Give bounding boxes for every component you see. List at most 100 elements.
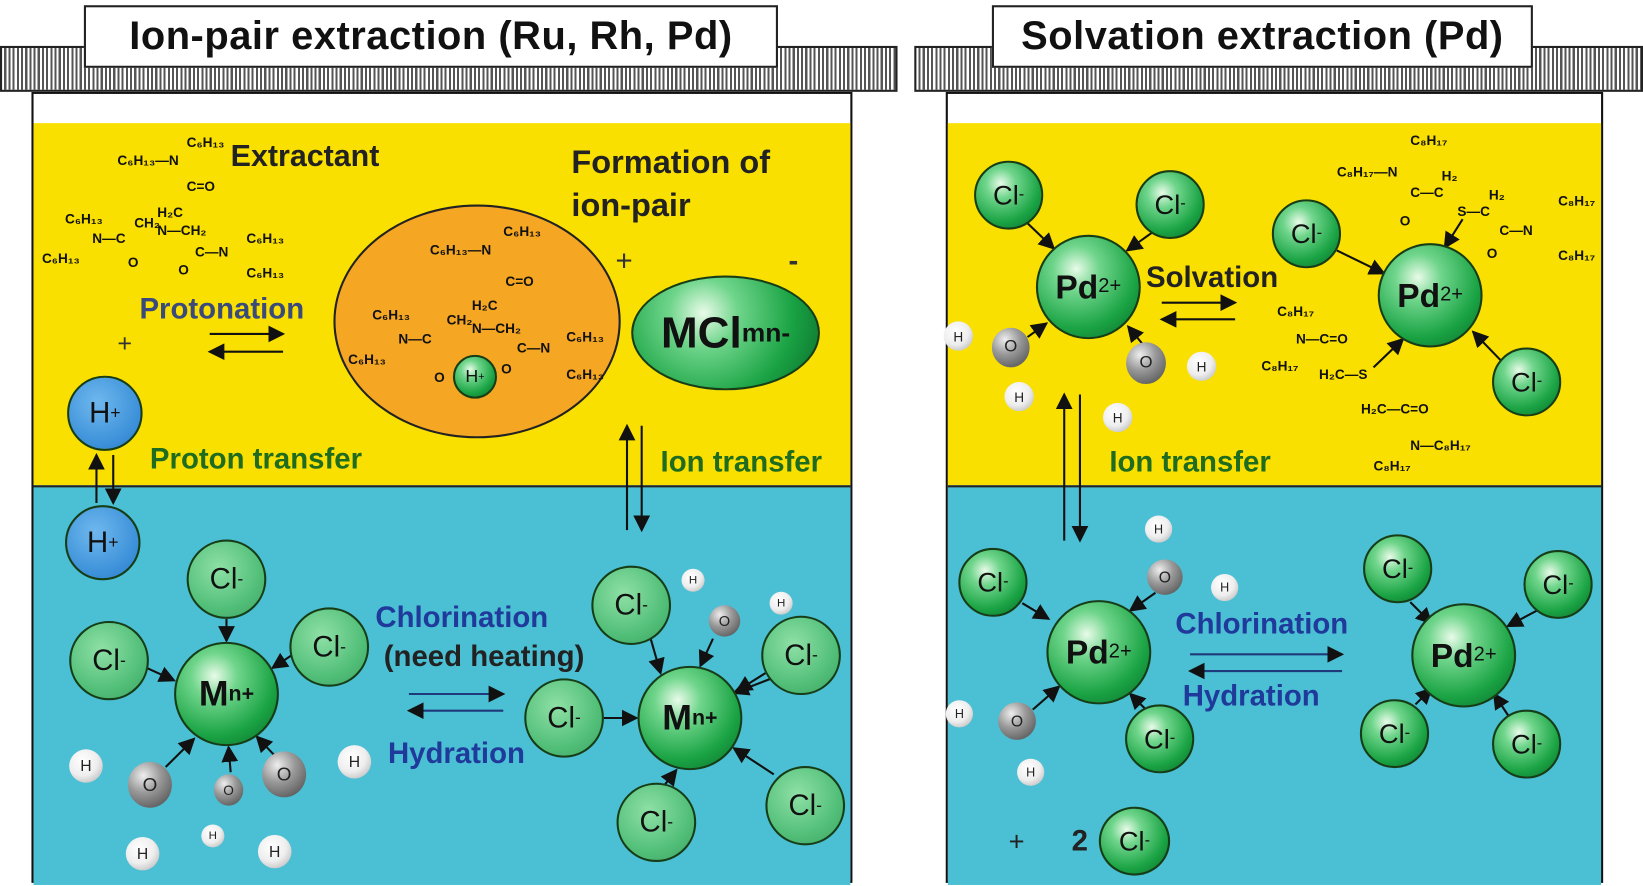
chloride-ion: Cl-	[1271, 199, 1342, 269]
oxygen-atom: O	[262, 751, 307, 798]
chloride-charge: -	[575, 707, 581, 728]
chloride-ion: Cl-	[591, 565, 672, 645]
proton-charge: +	[108, 532, 119, 553]
metal-charge: n+	[691, 705, 718, 729]
hydrogen-atom: H	[1004, 381, 1034, 412]
hydrogen-atom: H	[337, 745, 372, 779]
chloride-coefficient: 2	[1071, 824, 1088, 857]
protonation-label: Protonation	[139, 292, 305, 325]
chem-fragment: C₆H₁₃	[372, 306, 411, 323]
chem-fragment: C₆H₁₃—N	[429, 242, 492, 258]
chem-fragment: C—N	[1499, 222, 1533, 238]
chloride-symbol: Cl	[1144, 722, 1170, 755]
palladium-charge: 2+	[1108, 640, 1132, 663]
chloride-charge: -	[1536, 372, 1543, 391]
plus-sign: +	[1008, 825, 1025, 857]
chloride-symbol: Cl	[1378, 717, 1405, 749]
chloride-ion: Cl-	[1363, 534, 1433, 604]
palladium-charge: 2+	[1440, 283, 1464, 306]
chloride-ion: Cl-	[186, 539, 267, 619]
chloride-ion: Cl-	[69, 620, 149, 701]
hydrogen-atom: H	[943, 321, 974, 351]
oxygen-atom: O	[1147, 559, 1183, 595]
hydrogen-atom: H	[681, 568, 705, 592]
chloride-ion: Cl-	[1359, 699, 1430, 769]
chloride-charge: -	[1568, 575, 1574, 593]
hydration-label: Hydration	[1182, 679, 1320, 712]
chem-fragment: C₆H₁₃	[41, 250, 80, 267]
chloride-charge: -	[1003, 572, 1009, 591]
chem-fragment: C₆H₁₃	[246, 265, 285, 281]
formation-label-line1: Formation of	[571, 144, 771, 181]
chloride-charge: -	[1536, 734, 1543, 753]
oxygen-atom: O	[991, 327, 1030, 368]
chem-fragment: C₆H₁₃—N	[117, 152, 179, 169]
chem-fragment: C₆H₁₃	[65, 210, 103, 227]
metal-symbol: M	[198, 673, 229, 714]
chem-fragment: C₆H₁₃	[246, 230, 285, 247]
hydrogen-atom: H	[69, 749, 103, 783]
chloride-symbol: Cl	[993, 178, 1019, 211]
proton-symbol: H	[89, 396, 111, 429]
chem-fragment: C₈H₁₇	[1410, 132, 1448, 149]
hydrogen-atom: H	[1144, 515, 1173, 543]
chem-fragment: N—C=O	[1295, 330, 1348, 347]
chlorination-label: Chlorination	[1175, 607, 1349, 640]
plus-sign: +	[117, 329, 133, 358]
chlorination-label: Chlorination	[375, 601, 549, 634]
right-panel-title: Solvation extraction (Pd)	[991, 5, 1533, 68]
chem-fragment: C₆H₁₃	[186, 134, 225, 151]
hydrogen-atom: H	[945, 700, 974, 728]
complex-formula: MCl	[660, 307, 742, 357]
left-panel-title: Ion-pair extraction (Ru, Rh, Pd)	[83, 5, 778, 68]
chem-fragment: H₂	[1488, 186, 1505, 203]
chem-fragment: N—C	[398, 330, 432, 347]
chloride-symbol: Cl	[1382, 552, 1408, 584]
chem-fragment: C₈H₁₇	[1277, 303, 1315, 320]
chloride-symbol: Cl	[312, 630, 341, 663]
solvation-label: Solvation	[1146, 260, 1279, 294]
palladium-charge: 2+	[1098, 275, 1122, 298]
hydrogen-atom: H	[769, 591, 793, 615]
proton-aqueous: H+	[65, 505, 141, 581]
hydrogen-atom: H	[1103, 402, 1133, 433]
proton-symbol: H	[465, 366, 479, 387]
chloride-charge: -	[667, 811, 674, 832]
chem-fragment: C—C	[1410, 184, 1444, 201]
chloride-charge: -	[1169, 729, 1176, 748]
chem-fragment: C—N	[195, 244, 229, 260]
hydrogen-atom: H	[125, 836, 160, 871]
chloride-charge: -	[1144, 831, 1151, 850]
chloride-charge: -	[1180, 195, 1186, 213]
chloride-symbol: Cl	[639, 805, 668, 839]
chloride-symbol: Cl	[1290, 217, 1317, 249]
chloride-symbol: Cl	[614, 588, 643, 621]
chloride-symbol: Cl	[977, 566, 1004, 598]
palladium-symbol: Pd	[1065, 632, 1109, 671]
chloride-charge: -	[237, 568, 244, 589]
chloride-charge: -	[119, 650, 126, 670]
chloride-charge: -	[1316, 224, 1323, 243]
chem-fragment: O	[1399, 212, 1411, 229]
hydrogen-atom: H	[257, 834, 292, 869]
metal-symbol: M	[662, 697, 692, 738]
hydrogen-atom: H	[1211, 573, 1239, 602]
chem-fragment: C₆H₁₃	[566, 328, 605, 345]
chem-fragment: H₂C	[157, 204, 184, 221]
proton-organic: H+	[67, 375, 143, 451]
chloride-charge: -	[1407, 559, 1414, 578]
minus-sign: -	[788, 244, 799, 277]
extractant-label: Extractant	[230, 139, 380, 174]
chem-fragment: C₈H₁₇	[1558, 247, 1596, 263]
chem-fragment: N—C₈H₁₇	[1410, 437, 1471, 453]
chloride-ion: Cl-	[958, 547, 1028, 617]
ion-transfer-label: Ion transfer	[660, 445, 823, 478]
chem-fragment: C₈H₁₇	[1373, 458, 1411, 474]
chem-fragment: H₂	[1441, 168, 1458, 184]
chloride-ion: Cl-	[1492, 347, 1562, 417]
palladium-symbol: Pd	[1397, 276, 1441, 314]
